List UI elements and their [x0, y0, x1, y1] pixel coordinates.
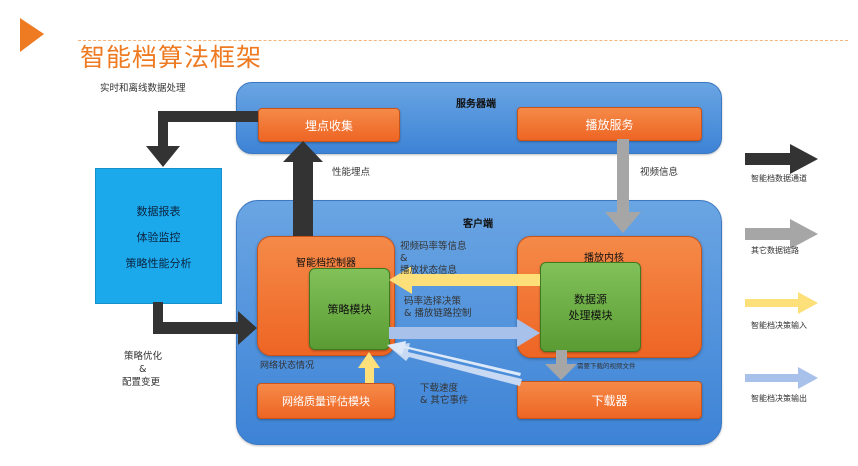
datasource-label-1: 数据源	[574, 293, 607, 306]
legend-other-link-label: 其它数据链路	[751, 246, 799, 255]
client-title: 客户端	[463, 219, 493, 230]
data-analysis-box: 数据报表 体验监控 策略性能分析	[95, 168, 222, 304]
title-divider	[78, 40, 848, 41]
network-status-label: 网络状态情况	[260, 361, 315, 371]
video-info-label: 视频信息	[640, 167, 679, 178]
page-title: 智能档算法框架	[80, 43, 263, 72]
bitrate-info-label: 视频码率等信息	[400, 241, 467, 252]
playback-service-box: 播放服务	[517, 107, 702, 141]
needed-files-label: 需要下载的视频文件	[577, 362, 636, 370]
controller-label: 智能档控制器	[296, 258, 356, 269]
kernel-label: 播放内核	[584, 253, 624, 264]
config-change-label: 配置变更	[122, 377, 161, 388]
play-status-label: 播放状态信息	[400, 265, 458, 276]
server-title: 服务器端	[456, 99, 496, 110]
legend-data-channel-label: 智能档数据通道	[751, 174, 807, 183]
strategy-opt-label: 策略优化	[124, 351, 163, 362]
legend-other-link-arrow	[745, 219, 818, 249]
strategy-opt-amp: &	[139, 364, 147, 375]
decision-label: 码率选择决策	[404, 296, 462, 307]
datasource-box: 数据源 处理模块	[540, 262, 641, 352]
legend-decision-output-arrow	[745, 367, 818, 389]
perf-point-label: 性能埋点	[332, 167, 371, 178]
bitrate-info-amp: &	[400, 253, 408, 264]
downloader-box: 下载器	[517, 381, 702, 419]
link-control-label: & 播放链路控制	[404, 308, 472, 319]
offline-label: 实时和离线数据处理	[100, 83, 186, 94]
experience-monitor-label: 体验监控	[136, 231, 181, 244]
other-events-label: & 其它事件	[420, 395, 469, 406]
network-eval-box: 网络质量评估模块	[257, 383, 395, 419]
datasource-label-2: 处理模块	[568, 309, 613, 322]
legend-decision-input-arrow	[745, 292, 818, 314]
legend-decision-output-label: 智能档决策输出	[751, 394, 807, 403]
strategy-module-box: 策略模块	[309, 268, 390, 350]
collect-box: 埋点收集	[258, 108, 400, 142]
legend-data-channel-arrow	[745, 144, 818, 174]
data-report-label: 数据报表	[136, 205, 181, 218]
download-speed-label: 下载速度	[420, 383, 459, 394]
strategy-analysis-label: 策略性能分析	[125, 257, 192, 270]
legend-decision-input-label: 智能档决策输入	[751, 321, 807, 330]
